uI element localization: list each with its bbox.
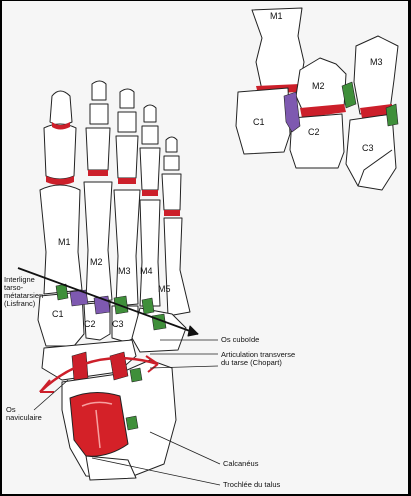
inset-ligament-green-1 bbox=[341, 81, 357, 109]
label-c2: C2 bbox=[84, 319, 96, 329]
metatarsal-m5 bbox=[163, 217, 191, 317]
toe2-distal bbox=[91, 80, 107, 101]
inset-joint-m2 bbox=[300, 104, 346, 118]
inset-c3-facet bbox=[357, 149, 393, 187]
heel-underside bbox=[85, 455, 137, 481]
leader-lines bbox=[33, 339, 221, 486]
inset-label-c3: C3 bbox=[362, 143, 374, 153]
toe3-middle bbox=[117, 111, 137, 133]
label-c1: C1 bbox=[52, 309, 64, 319]
metatarsal-m3 bbox=[113, 189, 141, 307]
trochlea-highlight bbox=[81, 401, 113, 449]
annotation-navicular: Os naviculaire bbox=[6, 405, 42, 422]
toe5-proximal bbox=[161, 173, 182, 211]
hallux-distal-phalanx bbox=[49, 90, 73, 126]
annotation-chopart: Articulation transverse du tarse (Chopar… bbox=[221, 350, 296, 367]
label-m2: M2 bbox=[90, 257, 103, 267]
inset-joint-m3 bbox=[360, 104, 392, 118]
main-foot bbox=[37, 80, 191, 481]
cuboid bbox=[131, 307, 187, 353]
toe4-distal bbox=[143, 104, 157, 123]
label-m4: M4 bbox=[140, 266, 153, 276]
toe5-middle bbox=[163, 155, 180, 171]
chopart-arrow bbox=[39, 355, 159, 393]
lisfranc-ligaments bbox=[55, 283, 167, 331]
toe4-proximal bbox=[139, 147, 161, 191]
inset-bone-c2 bbox=[289, 113, 345, 169]
inset-ligament-green-2 bbox=[385, 103, 399, 127]
toe4-middle bbox=[141, 125, 159, 145]
toe2-proximal bbox=[85, 127, 111, 171]
annotation-trochlea: Trochlée du talus bbox=[223, 480, 281, 489]
inset-label-c2: C2 bbox=[308, 127, 320, 137]
toe2-middle bbox=[89, 103, 109, 125]
label-m3: M3 bbox=[118, 266, 131, 276]
inset-bone-m3 bbox=[353, 35, 399, 115]
annotation-lisfranc: Interligne tarso- métatarsien (Lisfranc) bbox=[4, 275, 44, 308]
inset-label-m2: M2 bbox=[312, 81, 325, 91]
inset-ligament-purple bbox=[283, 91, 301, 133]
inset-label-m1: M1 bbox=[270, 11, 283, 21]
annotation-calcaneus: Calcanéus bbox=[223, 459, 259, 468]
inset-label-c1: C1 bbox=[253, 117, 265, 127]
inset-label-m3: M3 bbox=[370, 57, 383, 67]
inset-foot-detail bbox=[235, 7, 399, 191]
metatarsal-m4 bbox=[139, 199, 161, 307]
toe3-distal bbox=[119, 88, 135, 109]
label-m5: M5 bbox=[158, 284, 171, 294]
toe5-distal bbox=[165, 136, 178, 153]
toe3-proximal bbox=[115, 135, 139, 179]
hallux-proximal-phalanx bbox=[43, 123, 77, 180]
lisfranc-line bbox=[17, 267, 199, 337]
metatarsal-m2 bbox=[83, 181, 113, 303]
mtp-joint-marks bbox=[46, 122, 180, 216]
annotation-cuboid: Os cuboïde bbox=[221, 335, 260, 344]
inset-bone-c1 bbox=[235, 87, 291, 155]
label-m1: M1 bbox=[58, 237, 71, 247]
label-c3: C3 bbox=[112, 319, 124, 329]
